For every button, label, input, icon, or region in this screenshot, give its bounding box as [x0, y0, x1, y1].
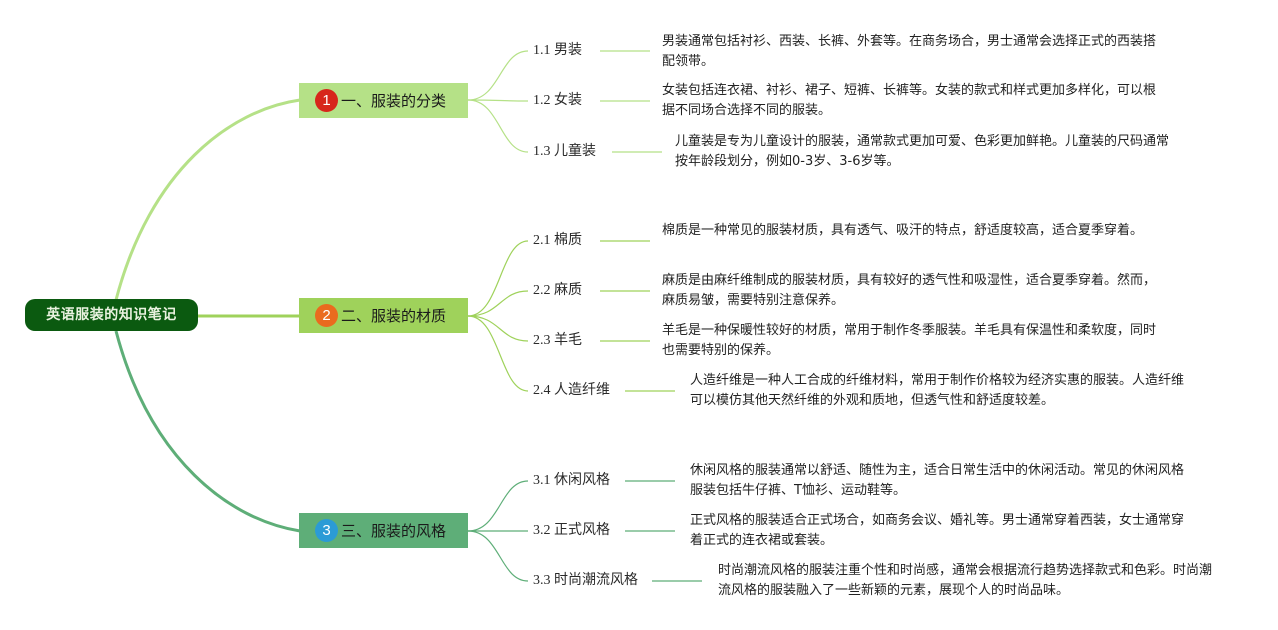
connector-branch-1-leaf-2: [467, 99, 529, 102]
leaf-topic-1-1[interactable]: 1.1 男装: [533, 43, 582, 58]
connector-branch-2-leaf-2: [467, 290, 529, 317]
leaf-note-3-2: 正式风格的服装适合正式场合，如商务会议、婚礼等。男士通常穿着西装，女士通常穿着正…: [690, 513, 1185, 548]
number-badge-2: 2: [315, 304, 338, 327]
number-badge-3: 3: [315, 519, 338, 542]
leaf-topic-2-3[interactable]: 2.3 羊毛: [533, 333, 582, 348]
connector-branch-2-leaf-4: [467, 315, 529, 392]
leaf-note-1-1: 男装通常包括衬衫、西装、长裤、外套等。在商务场合，男士通常会选择正式的西装搭配领…: [662, 34, 1157, 69]
connector-root-branch-3: [114, 330, 301, 533]
branch-topic-3[interactable]: 3 三、服装的风格: [299, 513, 468, 548]
root-topic[interactable]: 英语服装的知识笔记: [25, 299, 198, 331]
leaf-note-2-3: 羊毛是一种保暖性较好的材质，常用于制作冬季服装。羊毛具有保温性和柔软度，同时也需…: [662, 323, 1157, 358]
leaf-topic-3-3[interactable]: 3.3 时尚潮流风格: [533, 573, 638, 588]
leaf-note-2-2: 麻质是由麻纤维制成的服装材质，具有较好的透气性和吸湿性，适合夏季穿着。然而，麻质…: [662, 273, 1157, 308]
branch-title-2: 二、服装的材质: [341, 307, 447, 325]
connector-branch-2-leaf-1: [467, 240, 529, 317]
branch-title-1: 一、服装的分类: [341, 92, 447, 110]
leaf-topic-2-2[interactable]: 2.2 麻质: [533, 283, 582, 298]
leaf-topic-2-4[interactable]: 2.4 人造纤维: [533, 383, 610, 398]
branch-topic-1[interactable]: 1 一、服装的分类: [299, 83, 468, 118]
connector-branch-3-leaf-1: [467, 480, 529, 532]
leaf-note-1-3: 儿童装是专为儿童设计的服装，通常款式更加可爱、色彩更加鲜艳。儿童装的尺码通常按年…: [675, 134, 1170, 169]
connector-branch-2-leaf-3: [467, 315, 529, 342]
connector-branch-1-leaf-1: [467, 50, 529, 101]
connector-root-branch-1: [114, 98, 301, 301]
number-badge-1: 1: [315, 89, 338, 112]
connector-branch-3-leaf-3: [467, 530, 529, 582]
leaf-topic-3-1[interactable]: 3.1 休闲风格: [533, 473, 610, 488]
leaf-note-2-4: 人造纤维是一种人工合成的纤维材料，常用于制作价格较为经济实惠的服装。人造纤维可以…: [690, 373, 1185, 408]
leaf-note-3-1: 休闲风格的服装通常以舒适、随性为主，适合日常生活中的休闲活动。常见的休闲风格服装…: [690, 463, 1185, 498]
leaf-topic-1-3[interactable]: 1.3 儿童装: [533, 144, 596, 159]
branch-title-3: 三、服装的风格: [341, 522, 447, 540]
leaf-note-3-3: 时尚潮流风格的服装注重个性和时尚感，通常会根据流行趋势选择款式和色彩。时尚潮流风…: [718, 563, 1213, 598]
leaf-topic-2-1[interactable]: 2.1 棉质: [533, 233, 582, 248]
leaf-note-1-2: 女装包括连衣裙、衬衫、裙子、短裤、长裤等。女装的款式和样式更加多样化，可以根据不…: [662, 83, 1157, 118]
leaf-topic-3-2[interactable]: 3.2 正式风格: [533, 523, 610, 538]
leaf-note-2-1: 棉质是一种常见的服装材质，具有透气、吸汗的特点，舒适度较高，适合夏季穿着。: [662, 223, 1144, 238]
leaf-topic-1-2[interactable]: 1.2 女装: [533, 93, 582, 108]
branch-topic-2[interactable]: 2 二、服装的材质: [299, 298, 468, 333]
connector-branch-1-leaf-3: [467, 99, 529, 153]
